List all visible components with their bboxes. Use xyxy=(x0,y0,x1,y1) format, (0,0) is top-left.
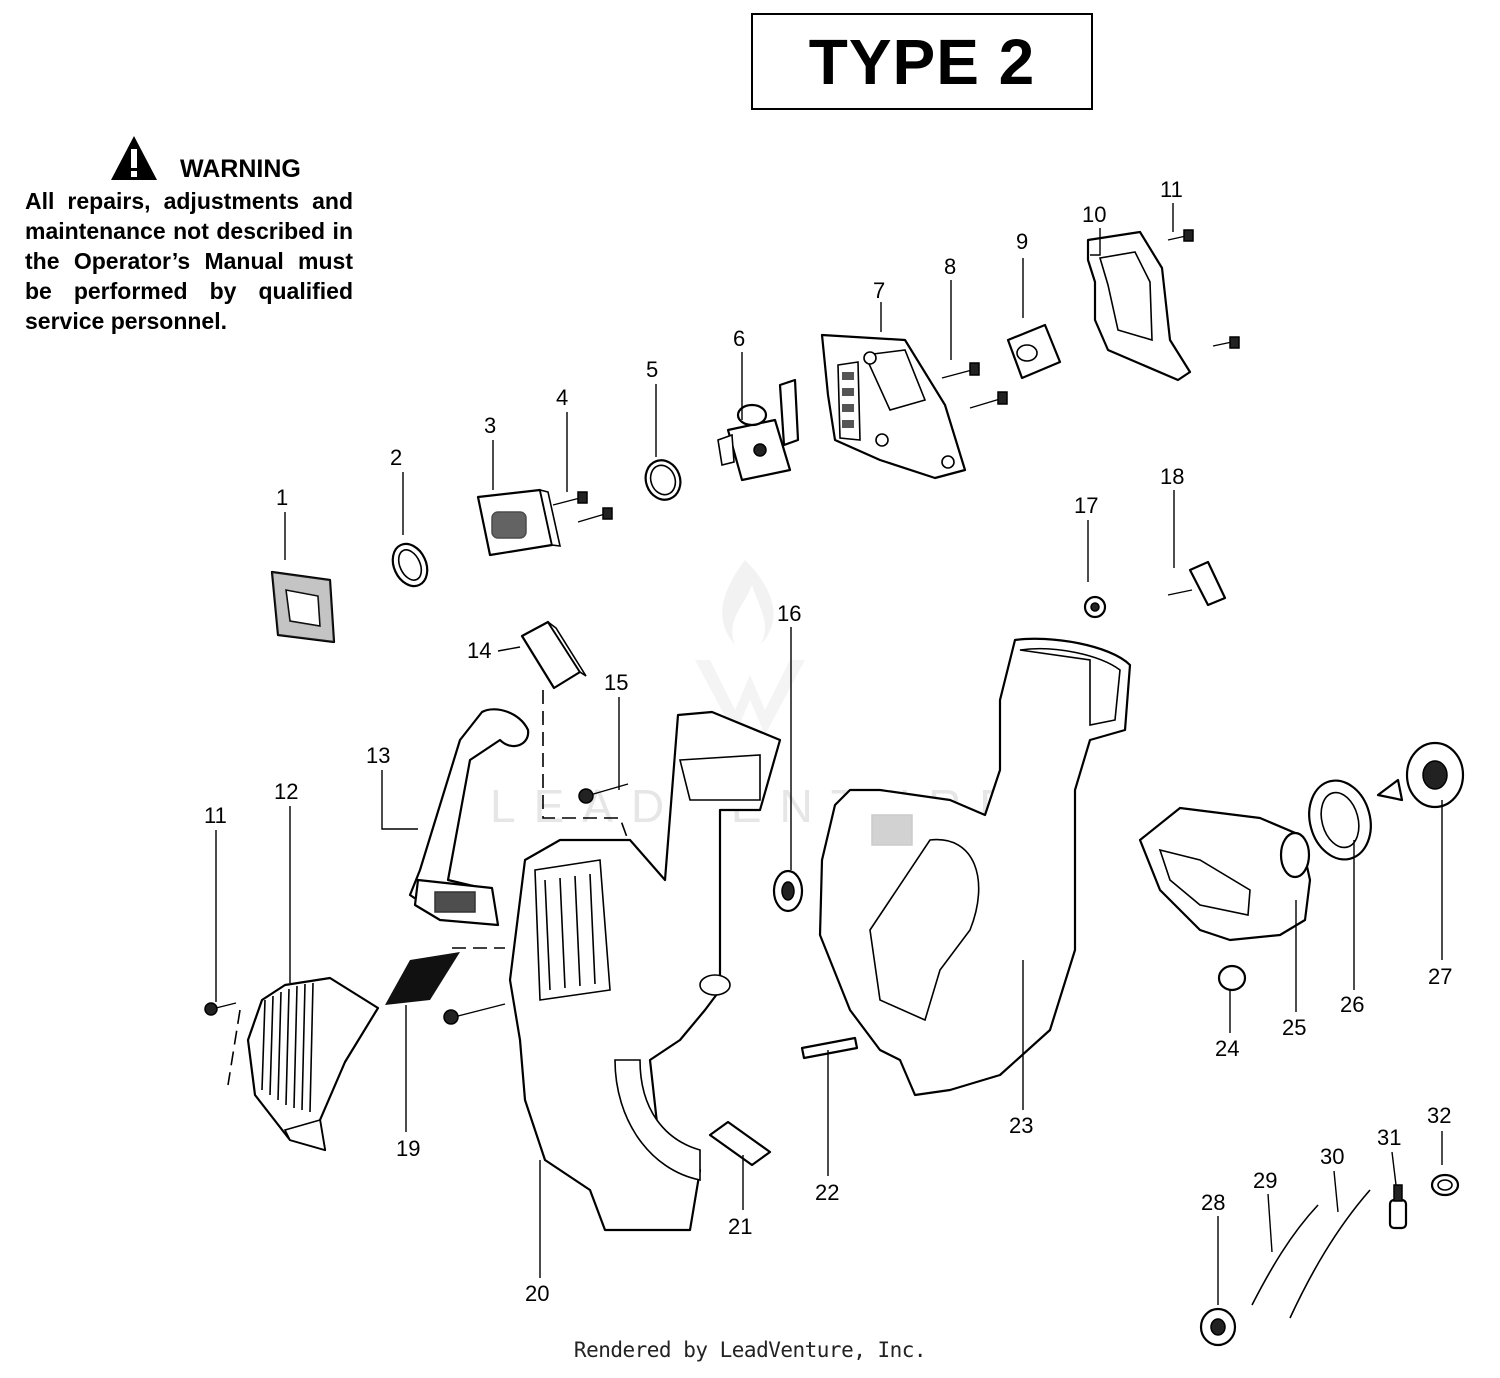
callout-8: 8 xyxy=(944,254,956,279)
callout-4: 4 xyxy=(556,385,568,410)
callout-23: 23 xyxy=(1009,1113,1033,1138)
callout-10: 10 xyxy=(1082,202,1106,227)
part-14-foam-pad xyxy=(520,620,587,690)
warning-triangle-icon xyxy=(111,136,157,180)
callout-22: 22 xyxy=(815,1180,839,1205)
callout-2: 2 xyxy=(390,445,402,470)
callout-5: 5 xyxy=(646,357,658,382)
callout-3: 3 xyxy=(484,413,496,438)
callout-13: 13 xyxy=(366,743,390,768)
callout-30: 30 xyxy=(1320,1144,1344,1169)
part-23-blower-housing-half xyxy=(818,637,1132,1097)
part-21-clip xyxy=(708,1120,772,1167)
part-8-screws xyxy=(941,362,1008,409)
part-27-bearing xyxy=(1376,741,1465,809)
callout-20: 20 xyxy=(525,1281,549,1306)
callout-12: 12 xyxy=(274,779,298,804)
callout-19: 19 xyxy=(396,1136,420,1161)
part-20-blower-housing xyxy=(508,710,782,1232)
callout-18: 18 xyxy=(1160,464,1184,489)
part-22-pin xyxy=(800,1036,859,1060)
callout-11-left: 11 xyxy=(204,803,227,828)
callout-numbers: 1 2 3 4 5 6 7 8 9 10 11 11 12 13 14 15 1… xyxy=(204,177,1452,1306)
part-1-gasket xyxy=(270,570,336,644)
callout-26: 26 xyxy=(1340,992,1364,1017)
part-26-seal xyxy=(1308,779,1372,861)
part-19-filter-screen xyxy=(385,952,460,1005)
part-7-air-filter-housing xyxy=(820,333,967,480)
callout-16: 16 xyxy=(777,601,801,626)
part-17-nut xyxy=(1083,595,1107,619)
part-31-fuel-filter xyxy=(1388,1184,1408,1230)
part-30-fuel-line xyxy=(1289,1189,1371,1319)
part-11-screw-left xyxy=(204,1002,237,1016)
part-5-gasket xyxy=(644,459,682,501)
warning-text: All repairs, adjustments and maintenance… xyxy=(25,188,353,334)
title-box: TYPE 2 xyxy=(751,13,1093,110)
part-12-engine-cover xyxy=(246,976,380,1152)
callout-29: 29 xyxy=(1253,1168,1277,1193)
part-32-cap xyxy=(1430,1173,1460,1197)
diagram-title: TYPE 2 xyxy=(808,25,1036,98)
part-10-air-filter-cover xyxy=(1086,230,1192,382)
part-11-screws-top xyxy=(1167,229,1240,349)
part-15-screw xyxy=(578,783,629,804)
warning-heading: WARNING xyxy=(180,155,301,183)
part-20-screw xyxy=(443,1003,506,1025)
callout-24: 24 xyxy=(1215,1036,1239,1061)
part-18-knob xyxy=(1167,560,1227,607)
part-2-gasket xyxy=(391,542,429,588)
warning-block: WARNING All repairs, adjustments and mai… xyxy=(25,128,353,336)
callout-7: 7 xyxy=(873,278,885,303)
callout-14: 14 xyxy=(467,638,491,663)
part-4-screws xyxy=(552,491,613,523)
footer-credit: Rendered by LeadVenture, Inc. xyxy=(573,1338,927,1362)
warning-header: WARNING xyxy=(25,128,353,182)
watermark-logo xyxy=(695,560,805,735)
callout-1: 1 xyxy=(276,485,288,510)
callout-6: 6 xyxy=(733,326,745,351)
part-13-handle xyxy=(408,708,530,927)
callout-31: 31 xyxy=(1377,1125,1401,1150)
part-25-grip xyxy=(1138,806,1312,942)
callout-28: 28 xyxy=(1201,1190,1225,1215)
part-6-carburetor xyxy=(717,378,800,482)
part-16-fan xyxy=(772,869,804,913)
part-28-grommet xyxy=(1199,1307,1237,1347)
part-29-fuel-line xyxy=(1251,1204,1319,1306)
callout-21: 21 xyxy=(728,1214,752,1239)
callout-27: 27 xyxy=(1428,964,1452,989)
part-24-grommet xyxy=(1217,964,1247,992)
callout-17: 17 xyxy=(1074,493,1098,518)
assembly-lines xyxy=(227,690,629,1086)
callout-15: 15 xyxy=(604,670,628,695)
callout-9: 9 xyxy=(1016,229,1028,254)
leader-lines xyxy=(215,203,1443,1305)
callout-25: 25 xyxy=(1282,1015,1306,1040)
part-3-spacer xyxy=(476,488,562,557)
callout-32: 32 xyxy=(1427,1103,1451,1128)
callout-11-top: 11 xyxy=(1160,177,1183,202)
part-9-air-filter xyxy=(1006,323,1062,380)
